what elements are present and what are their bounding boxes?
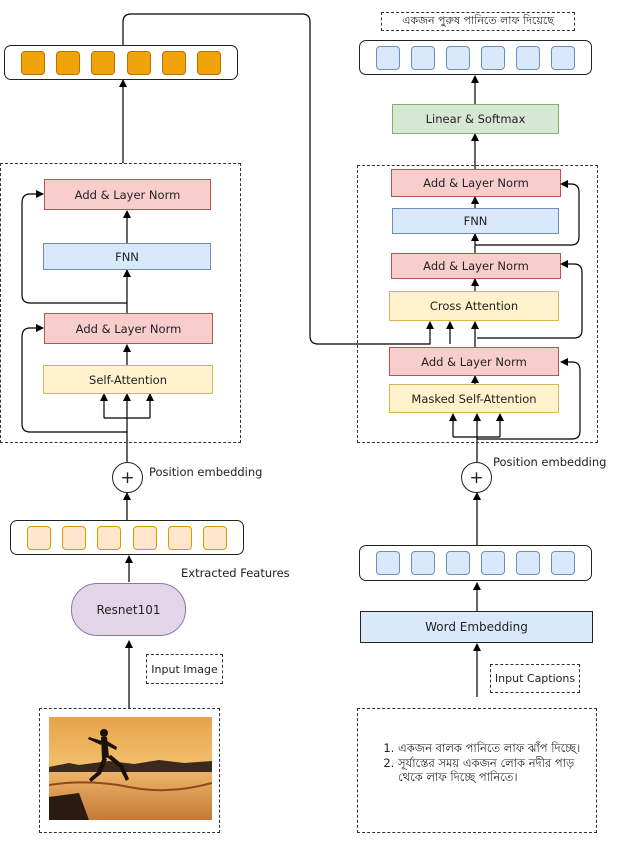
vector-cell — [26, 525, 51, 550]
extracted-features-label: Extracted Features — [181, 566, 290, 580]
encoder-add-norm-top: Add & Layer Norm — [44, 179, 211, 210]
masked-self-attention: Masked Self-Attention — [389, 384, 559, 413]
decoder-add-norm-1: Add & Layer Norm — [389, 347, 559, 376]
vector-cell — [445, 45, 470, 70]
vector-cell — [516, 551, 541, 575]
encoder-position-add: + — [112, 462, 143, 493]
vector-cell — [161, 50, 186, 75]
decoder-add-norm-3: Add & Layer Norm — [391, 169, 561, 197]
vector-cell — [410, 551, 435, 575]
vector-cell — [375, 45, 400, 70]
word-embedding: Word Embedding — [360, 611, 593, 643]
encoder-fnn: FNN — [43, 243, 211, 270]
caption-item: একজন বালক পানিতে লাফ ঝাঁপ দিচ্ছে। — [398, 741, 596, 755]
cross-attention: Cross Attention — [389, 291, 559, 321]
vector-cell — [126, 50, 151, 75]
vector-cell — [551, 551, 576, 575]
encoder-position-label: Position embedding — [149, 465, 263, 479]
vector-cell — [481, 45, 506, 70]
vector-cell — [410, 45, 435, 70]
vector-cell — [61, 525, 86, 550]
vector-cell — [481, 551, 506, 575]
vector-cell — [197, 50, 222, 75]
vector-cell — [97, 525, 122, 550]
decoder-position-label: Position embedding — [493, 455, 607, 469]
encoder-self-attention: Self-Attention — [43, 365, 213, 394]
decoder-block — [357, 165, 598, 443]
vector-cell — [91, 50, 116, 75]
word-embedding-vector — [359, 545, 592, 581]
encoder-add-norm-bottom: Add & Layer Norm — [44, 313, 213, 344]
vector-cell — [516, 45, 541, 70]
vector-cell — [132, 525, 157, 550]
input-captions-frame: একজন বালক পানিতে লাফ ঝাঁপ দিচ্ছে। সূর্যা… — [357, 708, 597, 833]
decoder-output-vector — [359, 40, 592, 75]
vector-cell — [203, 525, 228, 550]
output-caption: একজন পুরুষ পানিতে লাফ দিয়েছে — [381, 12, 575, 31]
decoder-add-norm-2: Add & Layer Norm — [391, 253, 561, 279]
caption-item: সূর্যাস্তের সময় একজন লোক নদীর পাড় থেকে… — [398, 756, 596, 784]
vector-cell — [20, 50, 45, 75]
vector-cell — [375, 551, 400, 575]
input-image-label: Input Image — [146, 654, 223, 684]
encoder-output-vector — [4, 45, 238, 80]
vector-cell — [167, 525, 192, 550]
input-image — [49, 717, 212, 820]
decoder-position-add: + — [461, 462, 492, 493]
encoder-block — [0, 163, 241, 443]
decoder-fnn: FNN — [392, 208, 559, 234]
extracted-features-vector — [10, 520, 244, 555]
vector-cell — [445, 551, 470, 575]
vector-cell — [551, 45, 576, 70]
caption-list: একজন বালক পানিতে লাফ ঝাঁপ দিচ্ছে। সূর্যা… — [358, 741, 596, 784]
vector-cell — [55, 50, 80, 75]
linear-softmax: Linear & Softmax — [392, 104, 559, 134]
resnet-node: Resnet101 — [71, 583, 186, 636]
input-image-frame — [39, 708, 220, 833]
input-captions-label: Input Captions — [490, 664, 580, 693]
